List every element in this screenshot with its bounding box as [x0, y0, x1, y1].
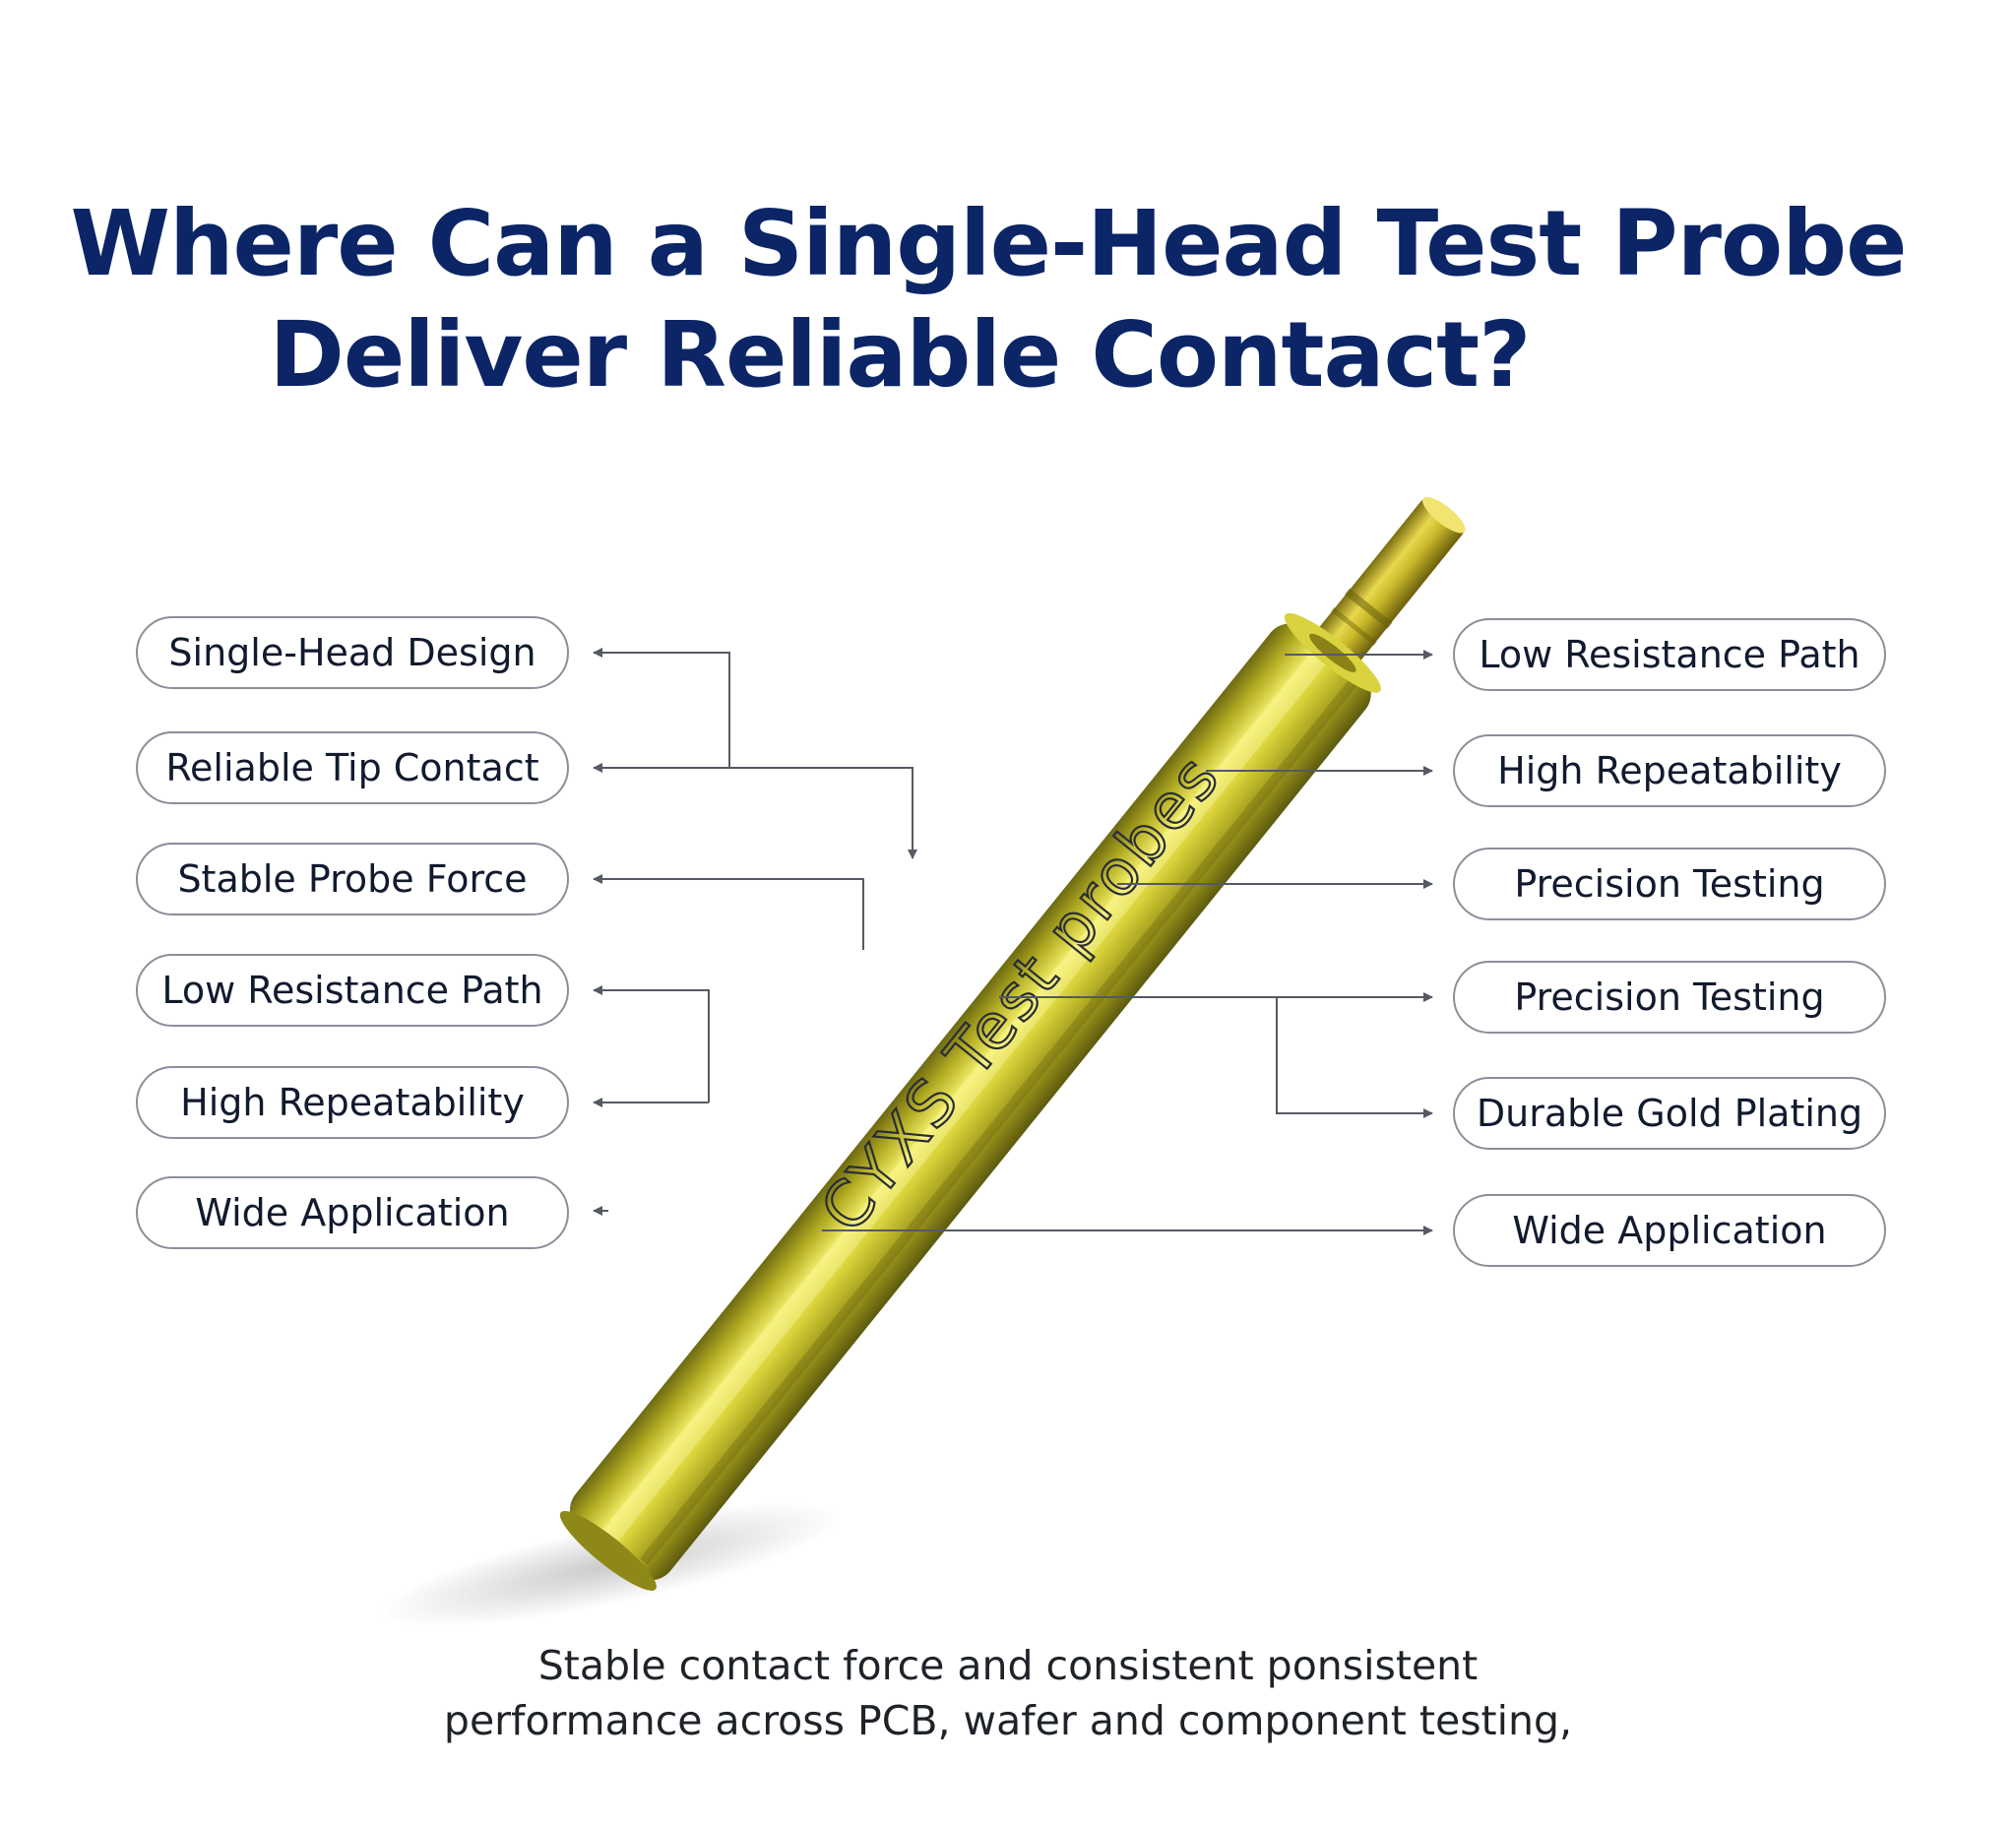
connector-stable-probe-force	[593, 874, 864, 950]
feature-left-stable-probe-force: Stable Probe Force	[136, 843, 569, 915]
left-connectors	[593, 648, 917, 1216]
feature-right-high-repeatability: High Repeatability	[1453, 734, 1886, 807]
probe-tip-ring-2	[1331, 606, 1377, 646]
probe-tip-ring	[1344, 588, 1393, 629]
probe-barrel-facet-dark	[640, 677, 1358, 1565]
connector-single-head-design	[593, 648, 730, 768]
feature-right-durable-gold-plating: Durable Gold Plating	[1453, 1077, 1886, 1150]
headline-line-2: Deliver Reliable Contact?	[269, 301, 1532, 408]
feature-left-reliable-tip-contact: Reliable Tip Contact	[136, 731, 569, 804]
connector-low-resistance-path	[593, 985, 710, 1102]
right-connectors	[822, 650, 1433, 1235]
connector-tip-probe	[729, 767, 917, 859]
feature-right-low-resistance-path: Low Resistance Path	[1453, 618, 1886, 691]
caption-line-1: Stable contact force and consistent pons…	[537, 1642, 1479, 1689]
probe-barrel	[569, 623, 1371, 1581]
caption-line-2: performance across PCB, wafer and compon…	[443, 1697, 1573, 1744]
probe-barrel-facet	[602, 648, 1330, 1542]
headline-line-1: Where Can a Single-Head Test Probe	[70, 190, 1908, 296]
probe-barrel-top-hole	[1309, 633, 1356, 672]
feature-right-precision-testing-2: Precision Testing	[1453, 961, 1886, 1034]
probe-engraving: CYXS Test probes	[807, 741, 1234, 1246]
connector-right-durable-gold-plating	[1276, 997, 1433, 1118]
test-probe: CYXS Test probes	[559, 496, 1466, 1591]
probe-barrel-bottom	[559, 1510, 657, 1591]
feature-right-wide-application: Wide Application	[1453, 1194, 1886, 1267]
feature-left-high-repeatability: High Repeatability	[136, 1066, 569, 1139]
feature-left-wide-application: Wide Application	[136, 1176, 569, 1249]
feature-left-low-resistance-path: Low Resistance Path	[136, 954, 569, 1027]
feature-right-precision-testing: Precision Testing	[1453, 848, 1886, 920]
probe-tip-end	[1422, 496, 1466, 534]
feature-left-single-head-design: Single-Head Design	[136, 616, 569, 689]
